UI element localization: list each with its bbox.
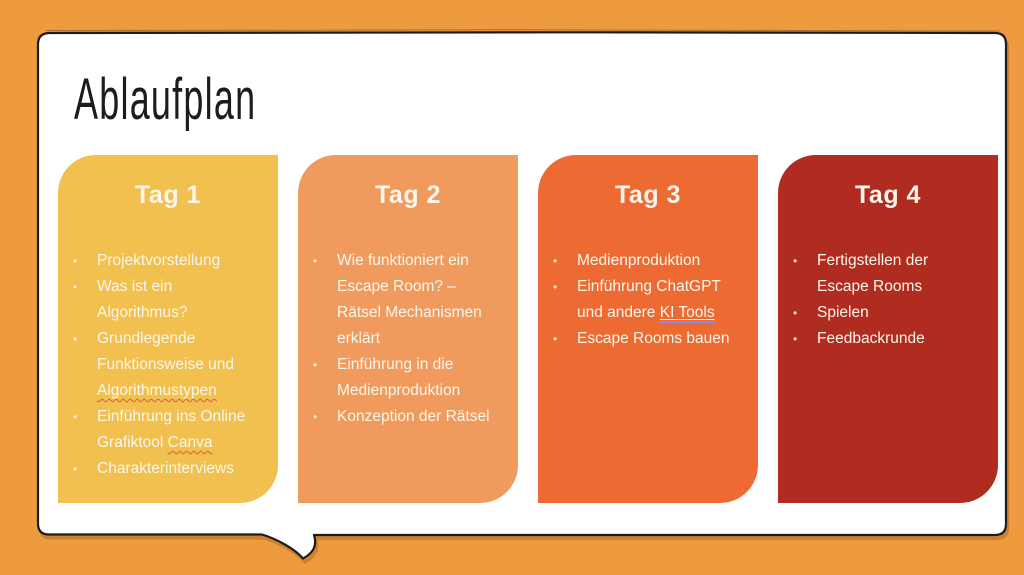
bullet-text: Wie funktioniert ein Escape Room? – Räts… xyxy=(337,252,482,347)
bullet-item: Feedbackrunde xyxy=(791,326,990,352)
bullet-item: Einführung in die Medienproduktion xyxy=(311,352,510,404)
bullet-text: Was ist ein Algorithmus? xyxy=(97,278,188,321)
bullet-text: Spielen xyxy=(817,304,869,321)
card-tag-4-heading: Tag 4 xyxy=(855,181,921,209)
card-tag-2-heading: Tag 2 xyxy=(375,181,441,209)
bullet-text: Projektvorstellung xyxy=(97,252,221,269)
bullet-item: Grundlegende Funktionsweise und Algorith… xyxy=(71,326,270,404)
card-tag-1-bullet-list: ProjektvorstellungWas ist ein Algorithmu… xyxy=(71,248,278,482)
bullet-item: Spielen xyxy=(791,300,990,326)
speech-bubble-outline xyxy=(36,31,1008,560)
bullet-item: Wie funktioniert ein Escape Room? – Räts… xyxy=(311,248,510,352)
card-tag-3: Tag 3 MedienproduktionEinführung ChatGPT… xyxy=(538,155,758,503)
bullet-item: Medienproduktion xyxy=(551,248,750,274)
bullet-item: Projektvorstellung xyxy=(71,248,270,274)
slide-title: Ablaufplan xyxy=(74,67,257,132)
link-text[interactable]: KI Tools xyxy=(659,304,715,323)
bullet-item: Escape Rooms bauen xyxy=(551,326,750,352)
bullet-text: Einführung in die Medienproduktion xyxy=(337,356,461,399)
card-tag-2: Tag 2 Wie funktioniert ein Escape Room? … xyxy=(298,155,518,503)
bullet-text: Charakterinterviews xyxy=(97,460,234,477)
bullet-item: Einführung ins Online Grafiktool Canva xyxy=(71,404,270,456)
bullet-item: Fertigstellen der Escape Rooms xyxy=(791,248,990,300)
bullet-text: Escape Rooms bauen xyxy=(577,330,730,347)
card-tag-3-heading: Tag 3 xyxy=(615,181,681,209)
card-tag-4-bullet-list: Fertigstellen der Escape RoomsSpielenFee… xyxy=(791,248,998,352)
bullet-text: Konzeption der Rätsel xyxy=(337,408,490,425)
bullet-text: Feedbackrunde xyxy=(817,330,925,347)
bullet-text: Fertigstellen der Escape Rooms xyxy=(817,252,929,295)
card-tag-1: Tag 1 ProjektvorstellungWas ist ein Algo… xyxy=(58,155,278,503)
card-tag-1-heading: Tag 1 xyxy=(135,181,201,209)
card-tag-3-bullet-list: MedienproduktionEinführung ChatGPT und a… xyxy=(551,248,758,352)
bullet-item: Einführung ChatGPT und andere KI Tools xyxy=(551,274,750,326)
bullet-text: Medienproduktion xyxy=(577,252,701,269)
card-tag-2-bullet-list: Wie funktioniert ein Escape Room? – Räts… xyxy=(311,248,518,430)
bullet-item: Charakterinterviews xyxy=(71,456,270,482)
bullet-text: Einführung ins Online Grafiktool xyxy=(97,408,246,451)
bullet-text: Einführung ChatGPT und andere xyxy=(577,278,721,321)
cards-row: Tag 1 ProjektvorstellungWas ist ein Algo… xyxy=(58,155,998,503)
bullet-text: Algorithmustypen xyxy=(97,382,217,399)
bullet-item: Was ist ein Algorithmus? xyxy=(71,274,270,326)
speech-bubble-sketch-line xyxy=(45,29,1001,32)
bullet-item: Konzeption der Rätsel xyxy=(311,404,510,430)
card-tag-4: Tag 4 Fertigstellen der Escape RoomsSpie… xyxy=(778,155,998,503)
bullet-text: Canva xyxy=(167,434,213,451)
bullet-text: Grundlegende Funktionsweise und xyxy=(97,330,234,373)
